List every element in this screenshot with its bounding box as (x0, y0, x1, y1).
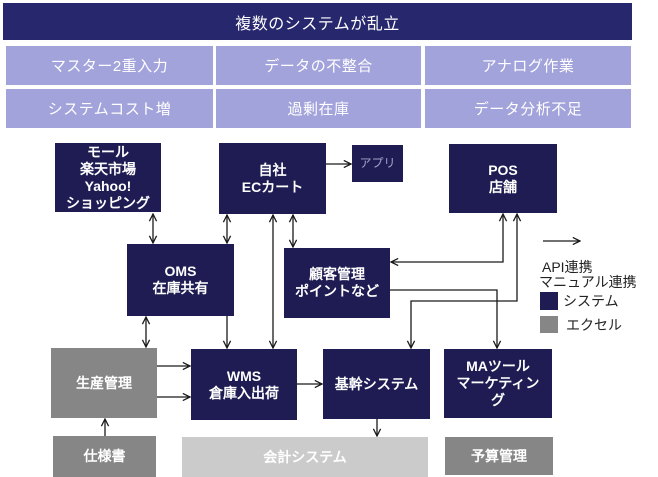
legend-api-label: API連携 (542, 259, 593, 275)
node-label: 会計システム (263, 448, 347, 465)
node-ma-tool: MAツール マーケティン グ (444, 349, 552, 418)
problem-cell: 過剰在庫 (216, 89, 421, 128)
node-label: ECカート (241, 178, 304, 195)
arrow-crm-ma (390, 289, 497, 348)
node-label: 基幹システム (334, 375, 419, 392)
legend-system-swatch (540, 292, 558, 310)
node-label: Yahoo! (84, 177, 132, 194)
problem-cell: データ分析不足 (425, 89, 631, 128)
node-label: ポイントなど (295, 283, 379, 299)
node-crm: 顧客管理 ポイントなど (284, 248, 390, 318)
legend-system-label: システム (563, 293, 619, 309)
node-label: 顧客管理 (309, 266, 365, 282)
problem-label: 過剰在庫 (287, 101, 350, 118)
banner-title: 複数のシステムが乱立 (235, 15, 400, 33)
node-label: 予算管理 (471, 447, 527, 464)
node-budget: 予算管理 (445, 437, 553, 475)
node-core-system: 基幹システム (323, 349, 430, 419)
node-label: 楽天市場 (80, 160, 136, 177)
node-oms: OMS 在庫共有 (127, 244, 234, 316)
node-label: 在庫共有 (152, 280, 209, 296)
node-label: 生産管理 (76, 374, 132, 391)
node-label: ショッピング (66, 194, 150, 211)
arrow-pos-crm (391, 214, 503, 262)
node-mall: モール 楽天市場 Yahoo! ショッピング (55, 143, 161, 212)
node-label: 店舗 (489, 178, 517, 195)
node-label: アプリ (359, 156, 396, 170)
legend-excel-swatch (540, 316, 558, 333)
node-label: 自社 (258, 161, 287, 178)
node-label: マーケティン (456, 375, 540, 391)
problem-label: システムコスト増 (47, 101, 172, 118)
problem-label: データ分析不足 (473, 101, 583, 118)
legend-manual-label: マニュアル連携 (539, 274, 637, 290)
node-label: モール (87, 143, 129, 160)
problem-cell: システムコスト増 (6, 89, 213, 128)
node-app: アプリ (352, 145, 403, 182)
problem-label: マスター2重入力 (50, 58, 169, 75)
node-ec-cart: 自社 ECカート (219, 143, 326, 214)
node-label: 仕様書 (83, 448, 126, 464)
header-banner: 複数のシステムが乱立 (3, 3, 632, 40)
node-label: OMS (164, 263, 197, 279)
node-accounting: 会計システム (182, 437, 428, 477)
node-label: 倉庫入出荷 (209, 384, 279, 401)
node-label: MAツール (466, 358, 530, 374)
node-label: WMS (226, 367, 262, 384)
node-label: グ (491, 392, 505, 408)
problem-cell: アナログ作業 (425, 46, 631, 85)
node-spec: 仕様書 (53, 436, 156, 477)
node-label: POS (488, 161, 518, 178)
legend-excel-label: エクセル (566, 317, 622, 333)
node-production: 生産管理 (51, 348, 157, 418)
node-pos: POS 店舗 (449, 144, 557, 213)
problem-label: データの不整合 (264, 58, 373, 75)
arrow-pos-core (411, 214, 517, 348)
problem-cell: マスター2重入力 (6, 46, 213, 85)
problem-label: アナログ作業 (481, 58, 575, 75)
problem-cell: データの不整合 (216, 46, 421, 85)
node-wms: WMS 倉庫入出荷 (191, 349, 297, 420)
